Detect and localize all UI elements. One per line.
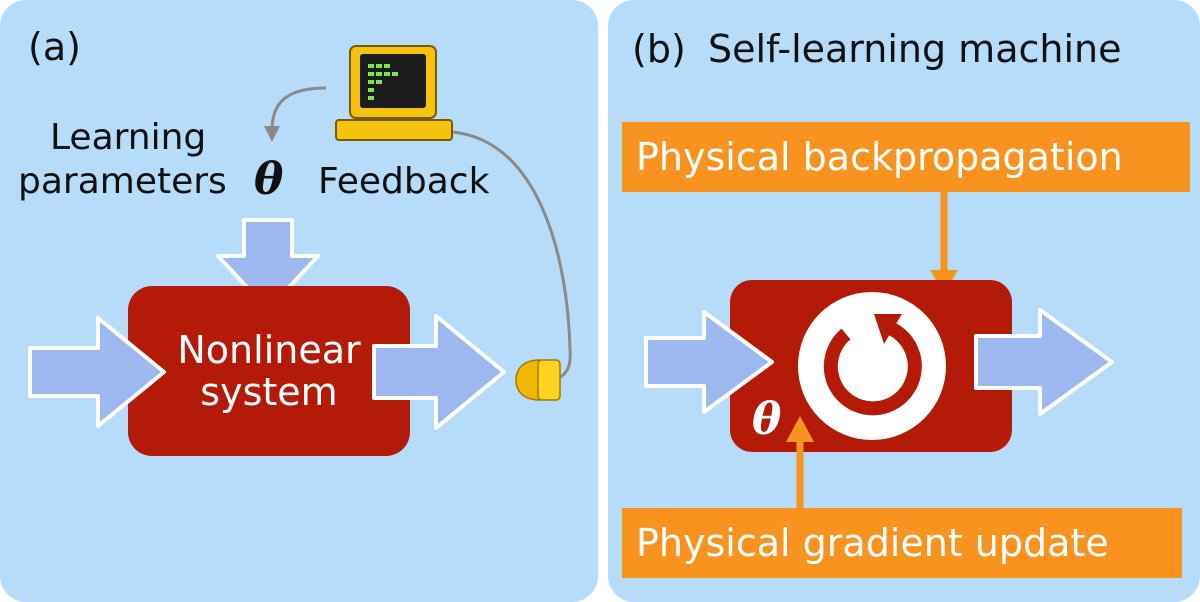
panel-a-label: (a)	[28, 25, 81, 69]
panel-b-label: (b)	[632, 27, 686, 71]
theta-symbol-a: θ	[254, 154, 284, 205]
nonlinear-system-label-line2: system	[200, 370, 338, 414]
input-arrow-b	[644, 310, 774, 414]
learning-parameters-label-line1: Learning	[50, 117, 207, 158]
computer-icon	[335, 45, 453, 141]
feedback-cable	[451, 130, 572, 382]
detector-icon	[515, 359, 561, 401]
nonlinear-system-label-line1: Nonlinear	[177, 328, 361, 372]
parameter-input-arrow	[216, 218, 320, 312]
output-arrow-a	[372, 314, 506, 430]
feedback-arrow	[270, 86, 327, 131]
nonlinear-system-box	[128, 286, 410, 456]
gradient-arrow-head	[786, 416, 814, 442]
theta-symbol-b: θ	[752, 394, 782, 445]
learning-parameters-label-line2: parameters	[18, 161, 227, 202]
cycle-icon	[798, 292, 946, 440]
feedback-arrow-head	[264, 126, 280, 142]
panel-b-title: Self-learning machine	[708, 27, 1122, 71]
feedback-label: Feedback	[318, 161, 490, 202]
output-arrow-b	[974, 308, 1114, 416]
physical-gradient-update-label: Physical gradient update	[622, 508, 1182, 578]
physical-backpropagation-label: Physical backpropagation	[622, 122, 1190, 192]
input-arrow-a	[28, 316, 166, 428]
